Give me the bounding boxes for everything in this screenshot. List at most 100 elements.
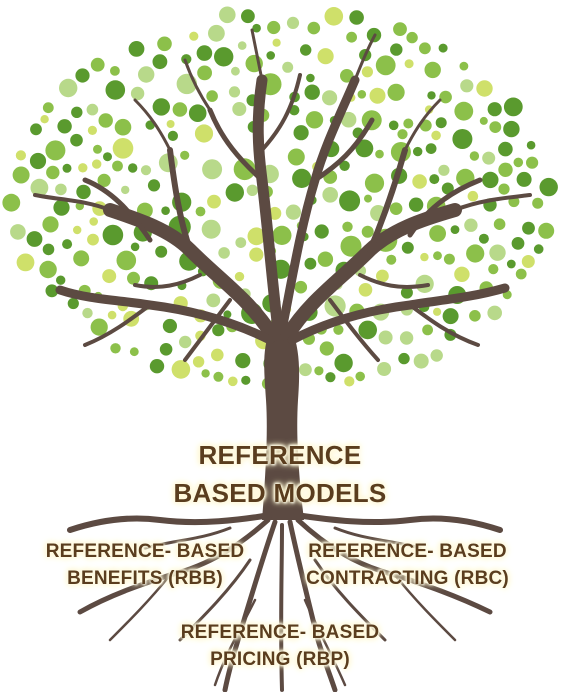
leaf-dot: [404, 59, 414, 69]
leaf-dot: [339, 160, 350, 171]
leaf-dot: [56, 275, 66, 285]
leaf-dot: [464, 218, 478, 232]
leaf-dot: [438, 43, 448, 53]
leaf-dot: [102, 224, 124, 246]
leaf-dot: [454, 101, 474, 121]
leaf-dot: [249, 247, 264, 262]
leaf-dot: [247, 227, 266, 246]
leaf-dot: [413, 353, 429, 369]
leaf-dot: [506, 259, 516, 269]
leaf-dot: [55, 183, 67, 196]
leaf-dot: [355, 371, 366, 382]
leaf-dot: [401, 241, 414, 254]
leaf-dot: [538, 222, 555, 239]
leaf-dot: [438, 164, 450, 176]
leaf-dot: [429, 225, 446, 242]
leaf-dot: [498, 141, 513, 157]
leaf-dot: [420, 252, 429, 262]
leaf-dot: [358, 320, 378, 340]
leaf-dot: [189, 31, 199, 41]
leaf-dot: [87, 125, 97, 135]
leaf-dot: [460, 79, 474, 93]
leaf-dot: [430, 349, 443, 362]
leaf-dot: [188, 104, 207, 122]
leaf-dot: [454, 266, 470, 282]
leaf-dot: [526, 156, 539, 169]
leaf-dot: [138, 66, 155, 83]
leaf-dot: [493, 218, 506, 230]
leaf-dot: [192, 356, 205, 368]
leaf-dot: [218, 247, 230, 259]
leaf-dot: [179, 335, 192, 349]
leaf-dot: [435, 117, 447, 129]
leaf-dot: [397, 129, 408, 140]
leaf-dot: [10, 224, 26, 240]
leaf-dot: [237, 41, 247, 50]
leaf-dot: [304, 257, 317, 270]
leaf-dot: [441, 182, 454, 195]
leaf-dot: [408, 197, 424, 212]
leaf-dot: [110, 66, 120, 76]
leaf-dot: [130, 86, 145, 101]
leaf-dot: [376, 269, 389, 283]
leaf-dot: [521, 255, 535, 268]
leaf-dot: [478, 233, 489, 244]
leaf-dot: [121, 185, 130, 195]
leaf-dot: [333, 324, 344, 335]
leaf-dot: [293, 125, 309, 141]
leaf-dot: [93, 144, 102, 154]
leaf-dot: [241, 375, 251, 385]
leaf-dot: [304, 84, 320, 100]
leaf-dot: [62, 239, 73, 250]
leaf-dot: [71, 106, 83, 119]
root-label-rbp-line-2: PRICING (RBP): [210, 649, 350, 670]
leaf-dot: [431, 130, 441, 141]
leaf-dot: [378, 330, 393, 345]
leaf-dot: [334, 353, 353, 373]
leaf-dot: [234, 271, 245, 282]
leaf-dot: [73, 250, 90, 267]
leaf-dot: [482, 151, 496, 165]
leaf-dot: [214, 47, 234, 67]
leaf-dot: [422, 324, 433, 336]
leaf-dot: [339, 190, 361, 212]
leaf-dot: [424, 61, 441, 79]
leaf-dot: [340, 235, 362, 257]
leaf-dot: [127, 271, 140, 285]
leaf-dot: [406, 31, 418, 44]
leaf-dot: [306, 73, 315, 83]
leaf-dot: [285, 204, 301, 220]
leaf-dot: [212, 324, 225, 337]
leaf-dot: [413, 146, 423, 157]
leaf-dot: [152, 98, 170, 116]
leaf-dot: [102, 269, 117, 284]
leaf-dot: [346, 31, 357, 43]
leaf-dot: [152, 54, 168, 70]
leaf-dot: [235, 353, 251, 369]
leaf-dot: [110, 343, 121, 354]
leaf-dot: [287, 148, 305, 166]
leaf-dot: [155, 245, 168, 258]
leaf-dot: [489, 244, 506, 261]
leaf-dot: [232, 102, 247, 116]
root-label-rbb-line-2: BENEFITS (RBB): [67, 568, 223, 589]
leaf-dot: [67, 297, 79, 310]
leaf-dot: [388, 120, 399, 131]
leaf-dot: [375, 149, 384, 159]
leaf-dot: [228, 86, 241, 98]
leaf-dot: [386, 254, 397, 265]
leaf-dot: [39, 260, 57, 279]
leaf-dot: [40, 115, 49, 124]
leaf-dot: [317, 48, 334, 65]
leaf-dot: [503, 120, 520, 138]
leaf-dot: [45, 284, 59, 298]
leaf-dot: [443, 253, 455, 265]
leaf-dot: [433, 307, 442, 316]
leaf-dot: [340, 111, 357, 128]
leaf-dot: [130, 242, 140, 252]
leaf-dot: [498, 183, 510, 195]
leaf-dot: [172, 102, 188, 117]
leaf-dot: [233, 158, 256, 181]
leaf-dot: [429, 174, 440, 185]
